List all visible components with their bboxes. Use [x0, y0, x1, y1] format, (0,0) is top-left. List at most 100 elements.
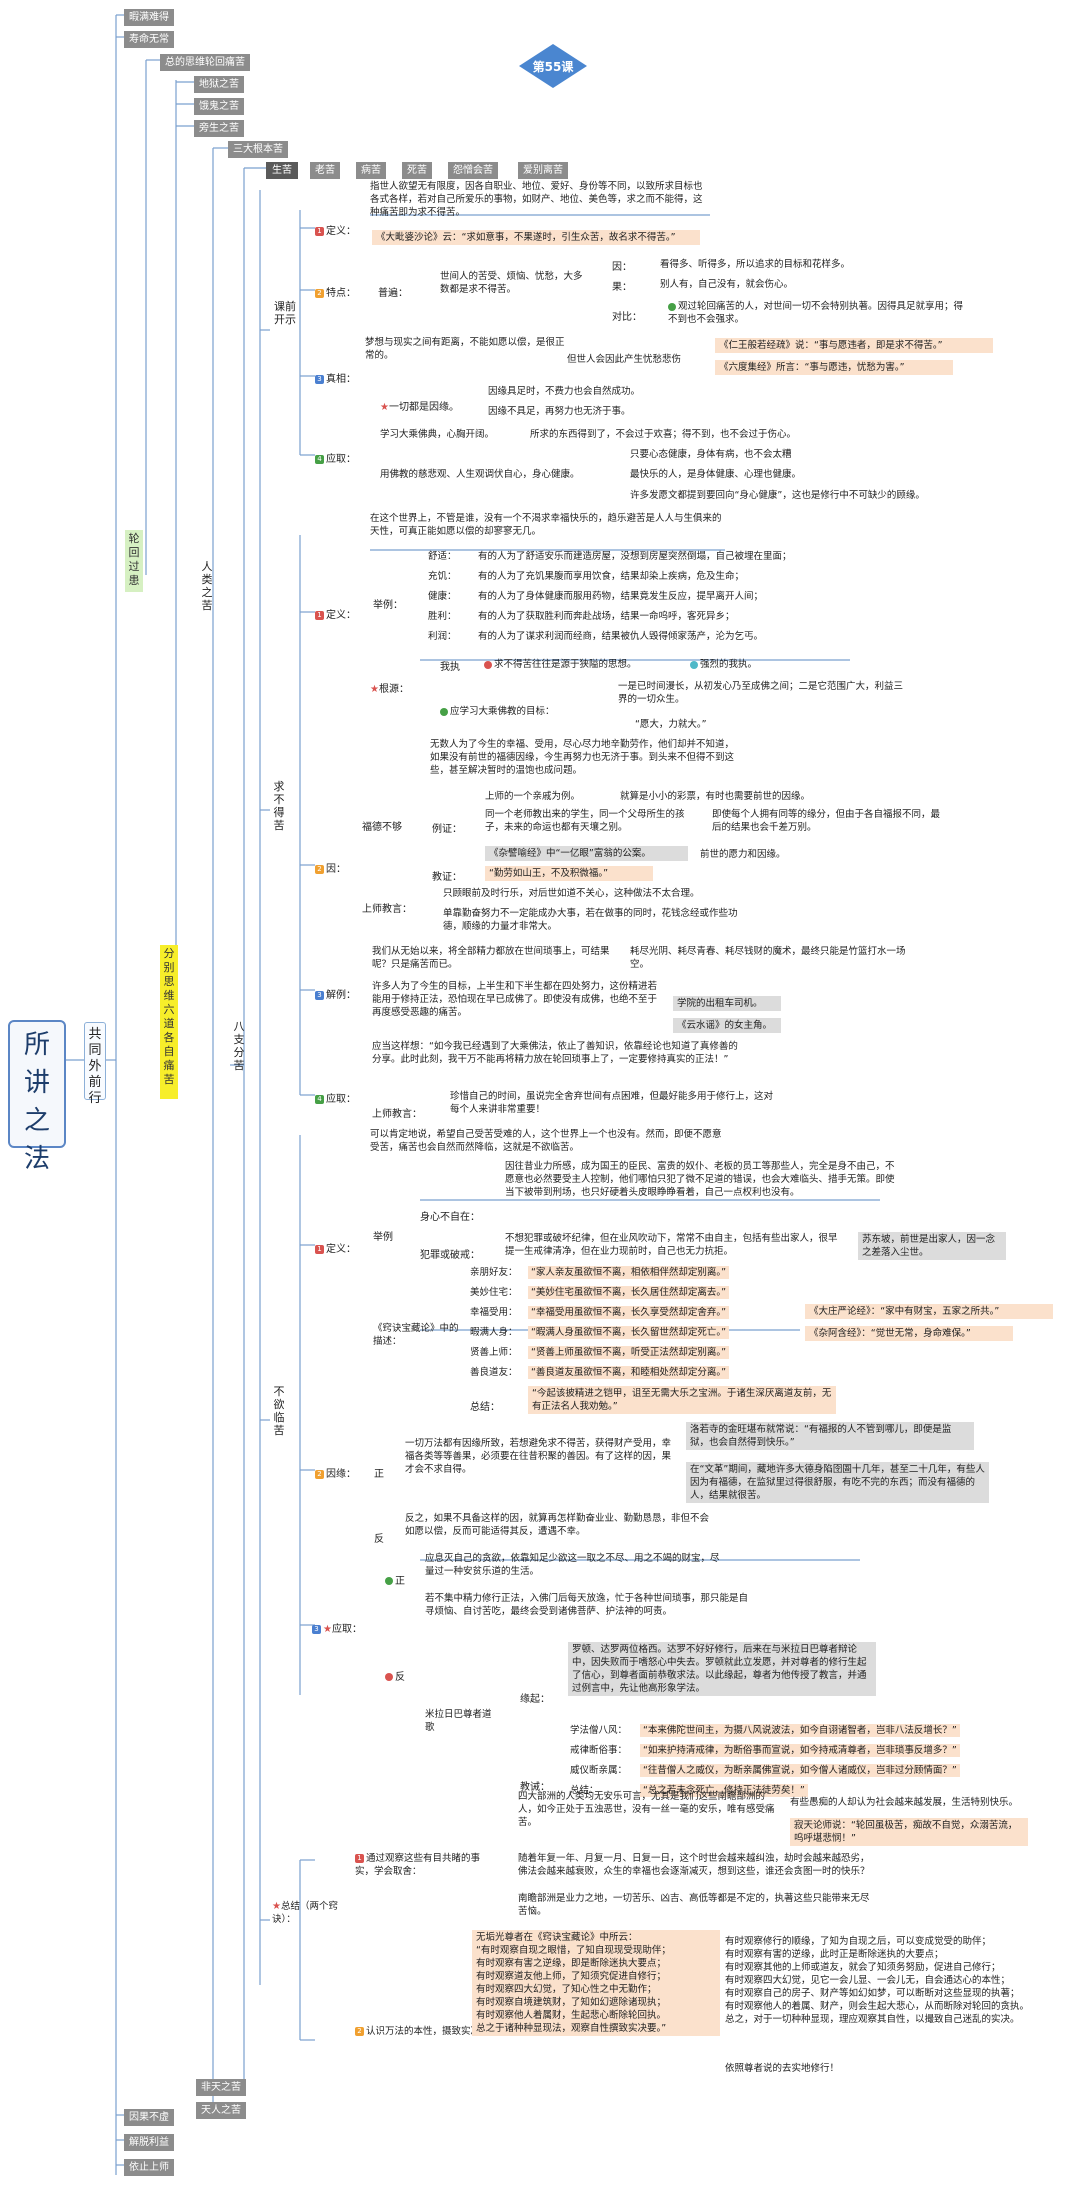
- fenbie-label: 分别思维六道各自痛苦: [163, 947, 175, 1086]
- s2-fude: 福德不够: [362, 822, 402, 833]
- final-item-1[interactable]: 因果不虚: [124, 2109, 174, 2126]
- s3-jc-k: 威仪断亲属：: [570, 1765, 628, 1776]
- s1-def-label-text: 定义：: [326, 226, 356, 237]
- s3-jc-v: “总之若未念死亡，修持正法徒劳矣！”: [640, 1784, 808, 1797]
- s2-wozhi-t1: 求不得苦往往是源于狭隘的思想。: [484, 658, 684, 671]
- s2-yq-ss: 上师教言：: [372, 1109, 422, 1120]
- check-icon: [385, 1577, 393, 1585]
- l3-item-3[interactable]: 饿鬼之苦: [194, 98, 244, 115]
- s2-yingxue-val: 应学习大乘佛教的目标：: [450, 706, 555, 717]
- s2-yq2: 珍惜自己的时间，虽说完全舍弃世间有点困难，但最好能多用于修行上，这对每个人来讲非…: [450, 1091, 774, 1115]
- l3-item-1[interactable]: 总的思维轮回痛苦: [160, 54, 250, 71]
- number-1-icon: 1: [355, 1854, 364, 1863]
- s2-yq1: 应当这样想：“如今我已经遇到了大乘佛法，依止了善知识，依靠经论也知道了真修善的分…: [372, 1041, 738, 1065]
- s1-jk3: 许多发愿文都提到要回向“身心健康”，这也是修行中不可缺少的顾缘。: [630, 490, 925, 501]
- s2-ex-v: 有的人为了获取胜利而奔赴战场，结果一命呜呼，客死异乡；: [478, 611, 735, 622]
- s1-jk1: 只要心态健康，身体有病，也不会太糟: [630, 449, 792, 460]
- s2-genyuan-text: 根源：: [378, 684, 409, 695]
- suffering-4[interactable]: 死苦: [402, 162, 432, 179]
- s1-duibi-text: 观过轮回痛苦的人，对世间一切不会特别执著。因得具足就享用；得不到也不会强求。: [668, 300, 968, 326]
- fenbie-node[interactable]: 分别思维六道各自痛苦: [160, 945, 178, 1099]
- l3-item-2[interactable]: 地狱之苦: [194, 76, 244, 93]
- number-1-icon: 1: [315, 1244, 324, 1254]
- l3-item-4[interactable]: 旁生之苦: [194, 120, 244, 137]
- final-item-3[interactable]: 依止上师: [124, 2159, 174, 2176]
- s3-zheng2-text: 正: [395, 1576, 405, 1587]
- s3-q-v: “暇满人身虽欲恒不离，长久留世然却定死亡。”: [528, 1326, 730, 1339]
- renlei-label[interactable]: 人类之苦: [201, 560, 213, 612]
- s3-z-gray2: 在“文革”期间，藏地许多大德身陷囹圄十几年，甚至二十几年，有些人因为有福德，在监…: [686, 1462, 989, 1503]
- number-1-icon: 1: [315, 226, 324, 236]
- s2-ex-v: 有的人为了身体健康而服用药物，结果竟发生反应，提早离开人间；: [478, 591, 764, 602]
- s3-suleng: 苏东坡，前世是出家人，因一念之差落入尘世。: [858, 1232, 1006, 1260]
- s4-k2-text: 无垢光尊者在《窍诀宝藏论》中所云： “有时观察自现之眼惜，了知自现现受现助伴； …: [472, 1930, 720, 2036]
- s1-title[interactable]: 课前开示: [274, 300, 296, 326]
- bottom-item-1[interactable]: 非天之苦: [196, 2079, 246, 2096]
- final-item-2[interactable]: 解脱利益: [124, 2134, 174, 2151]
- top-item-2[interactable]: 寿命无常: [124, 31, 174, 48]
- s2-lizheng: 例证：: [432, 824, 462, 835]
- s1-yin-text: 看得多、听得多，所以追求的目标和花样多。: [660, 259, 851, 270]
- s3-def-label-text: 定义：: [326, 1244, 356, 1255]
- s2-ex-k: 利润：: [428, 631, 457, 642]
- s2-title[interactable]: 求不得苦: [273, 780, 285, 832]
- s2-ex-row: 舒适：有的人为了舒适安乐而建造房屋，没想到房屋突然倒塌，自己被埋在里面；: [428, 548, 1048, 568]
- s3-fan: 反: [374, 1534, 384, 1545]
- s3-yingqu-text: 应取：: [331, 1624, 362, 1635]
- suffering-6[interactable]: 爱别离苦: [518, 162, 568, 179]
- s1-yongfo: 用佛教的慈悲观、人生观调伏自心，身心健康。: [380, 469, 580, 480]
- star-icon: ★: [380, 402, 389, 413]
- s2-yin-text: 因：: [326, 864, 346, 875]
- star-icon: ★: [323, 1624, 332, 1635]
- suffering-1[interactable]: 生苦: [266, 162, 298, 179]
- s3-jc-row: 学法僧八风：“本来佛陀世间主，为摄八风说波法，如今自诩诸智者，岂非八法反增长？”: [570, 1722, 1050, 1742]
- root-node[interactable]: 所讲之法: [8, 1020, 66, 1174]
- s2-ex-row: 健康：有的人为了身体健康而服用药物，结果竟发生反应，提早离开人间；: [428, 588, 1048, 608]
- s3-shenxin-text: 因往昔业力所感，成为国王的臣民、富贵的奴仆、老板的员工等那些人，完全是身不由己，…: [505, 1161, 895, 1198]
- bottom-item-2[interactable]: 天人之苦: [196, 2102, 246, 2119]
- s3-title[interactable]: 不欲临苦: [273, 1385, 285, 1437]
- s2-wozhi-t1-val: 求不得苦往往是源于狭隘的思想。: [494, 659, 637, 670]
- s3-q-side2: 《杂阿含经》：“觉世无常，身命难保。”: [805, 1326, 1013, 1341]
- s3-q-k: 幸福受用：: [470, 1307, 518, 1318]
- s2-jz: “勤劳如山王，不及积微福。”: [485, 866, 653, 881]
- s3-zheng: 正: [374, 1469, 384, 1480]
- s1-puhen: 普遍：: [378, 288, 408, 299]
- s2-ex-k: 舒适：: [428, 551, 457, 562]
- s2-ex-row: 充饥：有的人为了充饥果腹而享用饮食，结果却染上疾病，危及生命；: [428, 568, 1048, 588]
- s1-yiqie: ★一切都是因缘。: [380, 398, 459, 413]
- sandagen-node[interactable]: 三大根本苦: [228, 141, 288, 158]
- s4-title[interactable]: ★总结（两个窍诀）：: [272, 1900, 342, 1926]
- s2-lz1b: 就算是小小的彩票，有时也需要前世的因缘。: [620, 791, 811, 802]
- root-label: 所讲之法: [24, 1030, 51, 1174]
- s2-ex-k: 胜利：: [428, 611, 457, 622]
- bazhi-label[interactable]: 八支分苦: [233, 1020, 245, 1072]
- s2-lz1: 上师的一个亲戚为例。: [485, 791, 581, 802]
- s3-zheng2: 正: [385, 1572, 405, 1587]
- top-item-1[interactable]: 暇满难得: [124, 9, 174, 26]
- suffering-2[interactable]: 老苦: [310, 162, 340, 179]
- s3-q-v: “美妙住宅虽欲恒不离，长久居住然却定离去。”: [528, 1286, 730, 1299]
- suffering-3[interactable]: 病苦: [356, 162, 386, 179]
- gongtong-label: 共同外前行: [88, 1027, 102, 1106]
- s2-wozhi-t2-val: 强烈的我执。: [700, 659, 758, 670]
- s3-yingqu: 3★应取：: [312, 1620, 362, 1635]
- s1-zx-quote1: 《仁王般若经疏》说：“事与愿违者，即是求不得苦。”: [715, 338, 993, 353]
- lunhui-node[interactable]: 轮回过患: [125, 530, 143, 592]
- s1-jk2: 最快乐的人，是身体健康、心理也健康。: [630, 469, 802, 480]
- s1-guo-text: 别人有，自己没有，就会伤心。: [660, 279, 794, 290]
- s2-yingqu-text: 应取：: [326, 1094, 356, 1105]
- cross-icon: [385, 1673, 393, 1681]
- s2-wozhi-t2: 强烈的我执。: [690, 658, 810, 671]
- gongtong-node[interactable]: 共同外前行: [84, 1022, 106, 1106]
- suffering-5[interactable]: 怨憎会苦: [448, 162, 498, 179]
- s3-yuanqi: 缘起：: [520, 1694, 550, 1705]
- s2-fude-text: 无数人为了今生的幸福、受用，尽心尽力地辛勤劳作，他们却并不知道，如果没有前世的福…: [430, 739, 735, 776]
- s2-lz2b: 即使每个人拥有同等的缘分，但由于各自福报不同，最后的结果也会千差万别。: [712, 809, 941, 833]
- number-3-icon: 3: [315, 374, 324, 384]
- s3-jc-v: “本来佛陀世间主，为摄八风说波法，如今自诩诸智者，岂非八法反增长？”: [640, 1724, 960, 1737]
- s4-k1a: 四大部洲的人类均无安乐可言，尤其是我们这些南瞻部洲的人，如今正处于五浊恶世，没有…: [518, 1791, 775, 1828]
